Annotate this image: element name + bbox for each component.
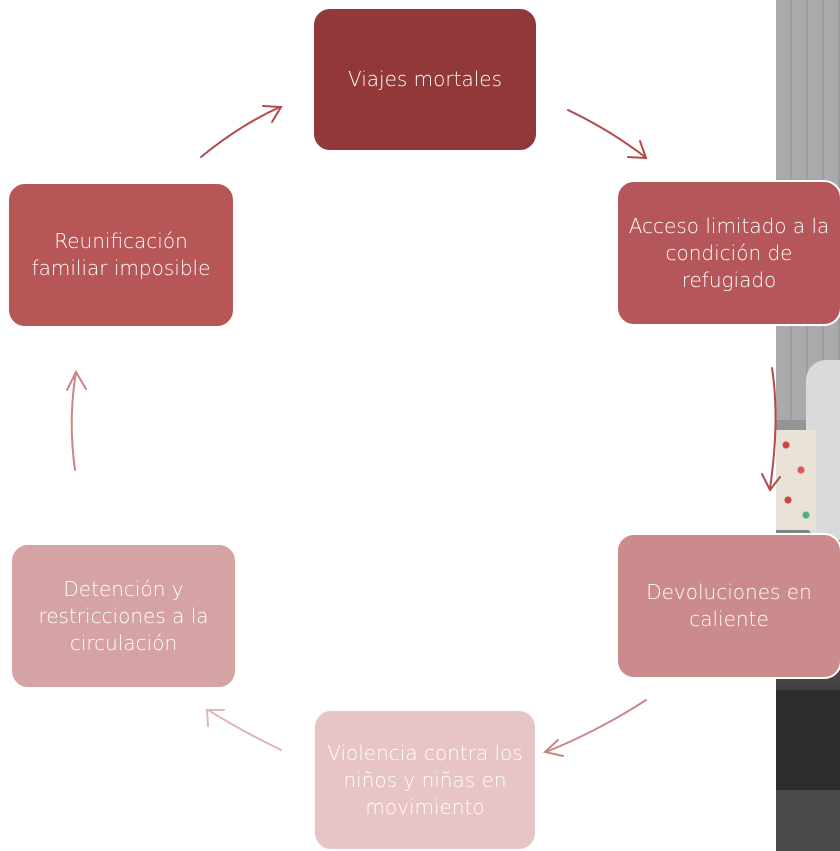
arrowhead-3-4 (542, 739, 564, 757)
arrow-2-3 (769, 367, 777, 489)
arrow-1-2 (567, 109, 646, 158)
node-label: Reunificación familiar imposible (31, 229, 211, 280)
cycle-node-acceso-limitado: Acceso limitado a la condición de refugi… (616, 180, 840, 326)
cycle-node-detencion: Detención y restricciones a la circulaci… (10, 543, 237, 689)
node-label: Viajes mortales (347, 67, 502, 91)
arrowhead-5-6 (66, 369, 87, 391)
cycle-node-reunificacion: Reunificación familiar imposible (7, 182, 235, 328)
arrowhead-4-5 (205, 709, 225, 727)
node-label: Acceso limitado a la condición de refugi… (628, 213, 830, 292)
cycle-node-violencia: Violencia contra los niños y niñas en mo… (313, 709, 537, 851)
node-label: Violencia contra los niños y niñas en mo… (327, 740, 523, 819)
cycle-node-viajes-mortales: Viajes mortales (312, 7, 538, 152)
node-label: Detención y restricciones a la circulaci… (38, 576, 209, 655)
arrowhead-6-1 (262, 105, 283, 123)
photo-floor (776, 790, 840, 851)
arrow-4-5 (207, 709, 282, 751)
node-label: Devoluciones en caliente (646, 580, 812, 631)
background-photo (776, 0, 840, 851)
arrow-3-4 (545, 699, 647, 753)
arrowhead-1-2 (627, 140, 648, 160)
photo-floral-fabric (776, 430, 816, 530)
cycle-node-devoluciones: Devoluciones en caliente (616, 533, 840, 679)
arrow-5-6 (70, 371, 77, 471)
arrow-6-1 (200, 106, 281, 158)
